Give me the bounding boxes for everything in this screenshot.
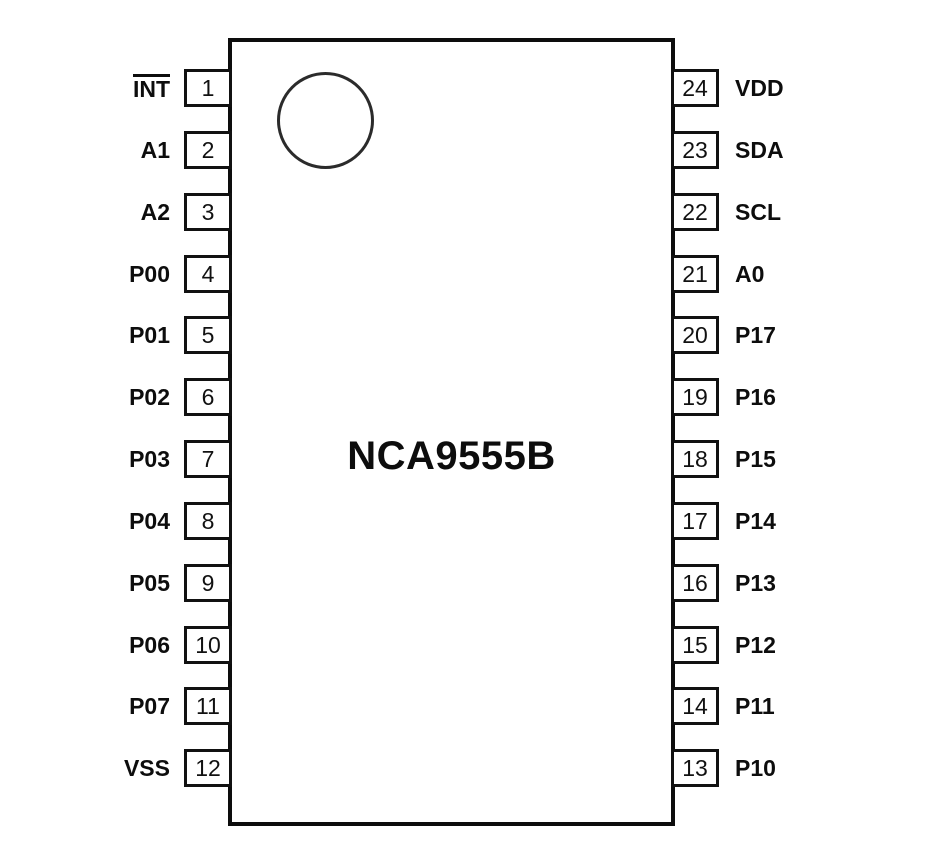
pin-box-19: 19 (671, 378, 719, 416)
chip-title: NCA9555B (347, 434, 556, 478)
pin-label-p05: P05 (129, 569, 170, 596)
pin-row-22: 22 SCL (671, 193, 938, 231)
pin-box-24: 24 (671, 69, 719, 107)
pin-row-11: P07 11 (0, 687, 232, 725)
pin-box-13: 13 (671, 749, 719, 787)
pin-row-13: 13 P10 (671, 749, 938, 787)
pin-box-21: 21 (671, 255, 719, 293)
pin-box-20: 20 (671, 316, 719, 354)
pin-label-p01: P01 (129, 321, 170, 348)
pin-label-a0: A0 (735, 260, 765, 287)
pin-label-p15: P15 (735, 445, 776, 472)
pin-label-p13: P13 (735, 569, 776, 596)
pin-label-p04: P04 (129, 507, 170, 534)
pin-label-p11: P11 (735, 692, 775, 719)
pin-label-vdd: VDD (735, 74, 784, 101)
pin-label-p10: P10 (735, 754, 776, 781)
pin-row-2: A1 2 (0, 131, 232, 169)
pin-box-1: 1 (184, 69, 232, 107)
pin-box-7: 7 (184, 440, 232, 478)
pin-label-p00: P00 (129, 260, 170, 287)
pin-box-16: 16 (671, 564, 719, 602)
pin-row-8: P04 8 (0, 502, 232, 540)
pin-box-2: 2 (184, 131, 232, 169)
pin-box-4: 4 (184, 255, 232, 293)
pin-row-18: 18 P15 (671, 440, 938, 478)
pin-row-16: 16 P13 (671, 564, 938, 602)
pin-box-10: 10 (184, 626, 232, 664)
pin-box-15: 15 (671, 626, 719, 664)
pin-label-p16: P16 (735, 383, 776, 410)
pin-label-p03: P03 (129, 445, 170, 472)
pin-row-12: VSS 12 (0, 749, 232, 787)
pin-row-4: P00 4 (0, 255, 232, 293)
pin-box-9: 9 (184, 564, 232, 602)
pin-box-6: 6 (184, 378, 232, 416)
pin-label-p06: P06 (129, 631, 170, 658)
pin-box-8: 8 (184, 502, 232, 540)
pin-label-sda: SDA (735, 136, 784, 163)
pin-row-6: P02 6 (0, 378, 232, 416)
pin-row-1: INT 1 (0, 69, 232, 107)
pin-row-10: P06 10 (0, 626, 232, 664)
pin-row-14: 14 P11 (671, 687, 938, 725)
pin-row-24: 24 VDD (671, 69, 938, 107)
pin-label-p02: P02 (129, 383, 170, 410)
pin-label-p07: P07 (129, 692, 170, 719)
pin-row-17: 17 P14 (671, 502, 938, 540)
pin-box-14: 14 (671, 687, 719, 725)
pin-row-3: A2 3 (0, 193, 232, 231)
pin-box-18: 18 (671, 440, 719, 478)
pin-row-19: 19 P16 (671, 378, 938, 416)
pin-label-scl: SCL (735, 198, 781, 225)
pin-row-9: P05 9 (0, 564, 232, 602)
pin-label-vss: VSS (123, 754, 170, 781)
pin-row-23: 23 SDA (671, 131, 938, 169)
pin-box-11: 11 (184, 687, 232, 725)
pin-row-21: 21 A0 (671, 255, 938, 293)
pin-label-p17: P17 (735, 321, 776, 348)
pin-label-int: INT (132, 74, 170, 103)
pin-label-p14: P14 (735, 507, 776, 534)
pin-row-5: P01 5 (0, 316, 232, 354)
pin-label-p12: P12 (735, 631, 776, 658)
pin-label-a2: A2 (140, 198, 170, 225)
pin-box-3: 3 (184, 193, 232, 231)
pin-box-17: 17 (671, 502, 719, 540)
pin-box-23: 23 (671, 131, 719, 169)
pin1-indicator-circle-icon (277, 72, 374, 169)
pin-box-5: 5 (184, 316, 232, 354)
pin-label-a1: A1 (140, 136, 170, 163)
pin-box-22: 22 (671, 193, 719, 231)
pin-box-12: 12 (184, 749, 232, 787)
pin-row-15: 15 P12 (671, 626, 938, 664)
pin-row-20: 20 P17 (671, 316, 938, 354)
chip-body (228, 38, 675, 826)
pin-row-7: P03 7 (0, 440, 232, 478)
